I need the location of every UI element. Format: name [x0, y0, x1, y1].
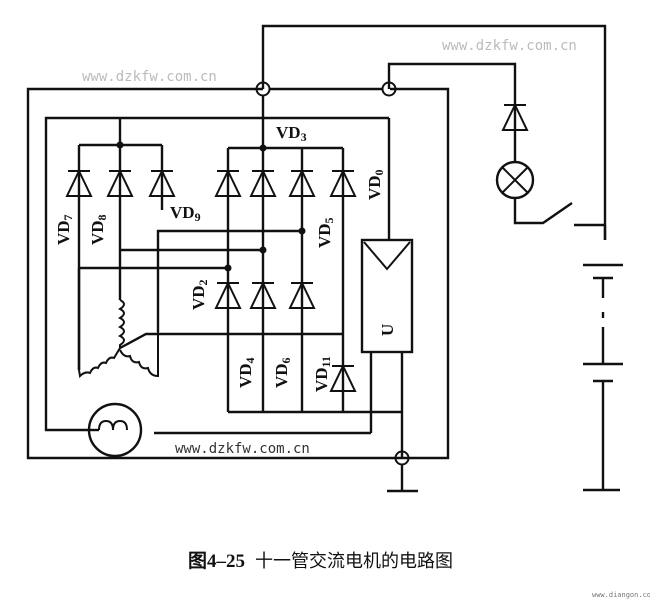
label-vd6: VD6: [272, 357, 293, 388]
indicator-lamp-icon: [495, 160, 535, 200]
svg-text:VD5: VD5: [315, 217, 336, 248]
terminal-bplus: [255, 81, 271, 97]
svg-text:VD9: VD9: [170, 203, 201, 224]
phase-wire-a: [156, 229, 302, 332]
label-vd8: VD8: [88, 214, 109, 245]
watermark-bottom: www.dzkfw.com.cn: [175, 441, 310, 457]
label-vd5: VD5: [315, 217, 336, 248]
terminal-ground: [394, 450, 410, 466]
svg-text:VD7: VD7: [54, 214, 75, 245]
stator-winding-b: [117, 299, 125, 348]
svg-text:VD4: VD4: [236, 357, 257, 388]
field-wire: [44, 116, 389, 432]
svg-text:VD2: VD2: [189, 279, 210, 310]
wire-bplus-to-battery: [261, 24, 607, 240]
diode-vd9: [149, 145, 175, 210]
diode-vd8: [107, 145, 133, 300]
field-coil: [87, 402, 143, 458]
label-vd9: VD9: [170, 203, 201, 224]
svg-text:VD0: VD0: [365, 169, 386, 200]
voltage-regulator: U: [360, 238, 414, 354]
wire-dplus-to-lamp: [387, 62, 517, 92]
svg-text:VD3: VD3: [276, 123, 307, 144]
label-vd4: VD4: [236, 357, 257, 388]
corner-watermark: www.diangon.com: [592, 591, 650, 599]
label-vd7: VD7: [54, 214, 75, 245]
svg-text:VD11: VD11: [312, 356, 333, 392]
stator-winding-a: [119, 332, 159, 378]
label-vd0: VD0: [365, 169, 386, 200]
label-vd11: VD11: [312, 356, 333, 392]
terminal-dplus: [381, 81, 397, 97]
svg-text:U: U: [378, 324, 397, 336]
watermark-top-right: www.dzkfw.com.cn: [442, 38, 577, 54]
battery-icon: [583, 263, 623, 492]
stator-winding-c: [78, 347, 121, 379]
neutral-wire: [119, 332, 343, 350]
housing-frame-left: [26, 87, 402, 460]
ignition-switch: [513, 198, 573, 225]
watermark-top-left: www.dzkfw.com.cn: [82, 69, 217, 85]
svg-text:VD8: VD8: [88, 214, 109, 245]
label-vd3: VD3: [276, 123, 307, 144]
svg-text:VD6: VD6: [272, 357, 293, 388]
housing-frame-right: [390, 87, 450, 460]
label-vd2: VD2: [189, 279, 210, 310]
